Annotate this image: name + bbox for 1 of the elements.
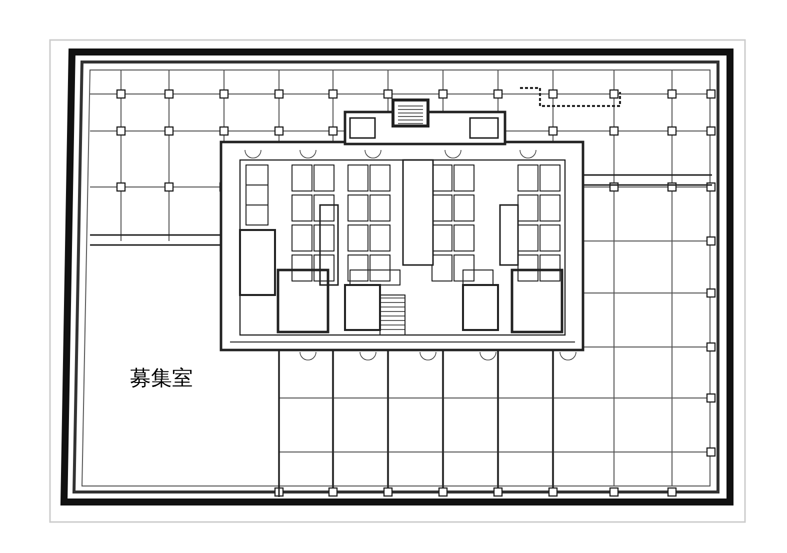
- room-label: 募集室: [130, 365, 193, 392]
